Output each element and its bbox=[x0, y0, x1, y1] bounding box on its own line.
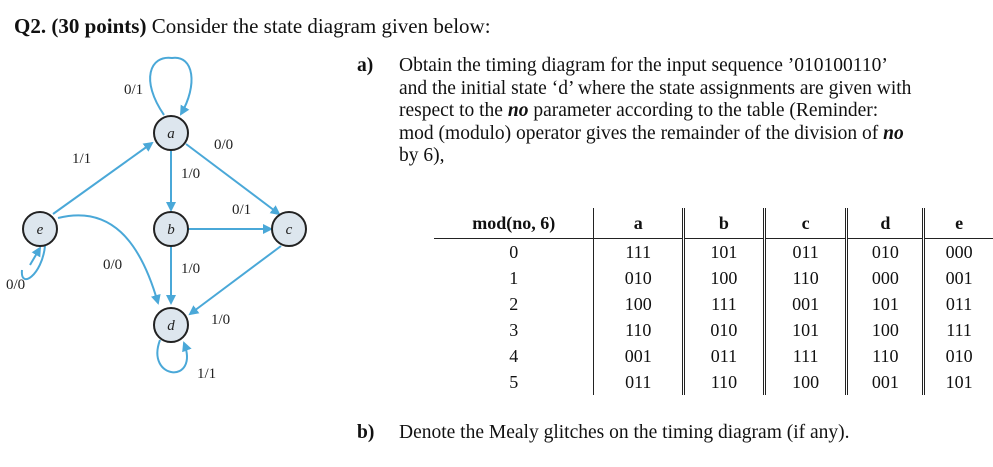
state-c-label: c bbox=[286, 222, 293, 238]
part-a-line-1: Obtain the timing diagram for the input … bbox=[399, 55, 888, 76]
state-code-cell: 010 bbox=[945, 345, 973, 366]
state-code-cell: 110 bbox=[846, 343, 926, 369]
state-code-cell: 110 bbox=[683, 369, 766, 395]
label-a-to-b: 1/0 bbox=[181, 166, 200, 182]
state-code-cell: 011 bbox=[593, 369, 686, 395]
part-a-line-2: and the initial state ‘d’ where the stat… bbox=[399, 77, 912, 99]
header-d: d bbox=[846, 208, 926, 239]
state-code-cell: 111 bbox=[683, 291, 766, 317]
state-e-label: e bbox=[37, 222, 44, 238]
label-d-self: 1/1 bbox=[197, 366, 216, 382]
label-a-to-c: 0/0 bbox=[214, 137, 233, 153]
part-a-line-3: respect to the no parameter according to… bbox=[399, 100, 989, 123]
label-e-self: 0/0 bbox=[6, 277, 25, 293]
edge-e-to-d bbox=[57, 214, 161, 305]
part-a-text: Obtain the timing diagram for the input … bbox=[399, 55, 989, 168]
question-number: Q2. bbox=[14, 14, 47, 38]
label-e-to-d: 0/0 bbox=[103, 257, 122, 273]
state-code-cell: 000 bbox=[846, 265, 926, 291]
edge-e-self-arrowhead bbox=[29, 246, 42, 266]
part-a-line-3-post: parameter according to the table (Remind… bbox=[528, 100, 879, 121]
no-parameter-emphasis: no bbox=[507, 100, 529, 121]
state-code-cell: 000 bbox=[945, 241, 973, 262]
state-c-node bbox=[271, 211, 307, 247]
part-b-label: b) bbox=[357, 422, 375, 443]
state-code-cell: 110 bbox=[764, 265, 849, 291]
state-code-cell: 100 bbox=[764, 369, 849, 395]
state-code-cell: 011 bbox=[683, 343, 766, 369]
state-code-cell: 011 bbox=[764, 238, 849, 265]
question-text: Consider the state diagram given below: bbox=[151, 14, 491, 38]
header-a: a bbox=[593, 208, 686, 239]
mod-value-cell: 4 bbox=[434, 343, 595, 369]
mod-value-cell: 5 bbox=[434, 369, 595, 395]
state-code-cell: 101 bbox=[846, 291, 926, 317]
state-diagram: a b c d e 0/1 1/1 0/0 1/0 0/1 0/0 1/0 0/… bbox=[6, 56, 307, 382]
state-code-cell: 111 bbox=[946, 319, 972, 340]
label-b-to-c: 0/1 bbox=[232, 202, 251, 218]
state-code-cell: 011 bbox=[945, 293, 973, 314]
part-a-line-5: by 6), bbox=[399, 145, 445, 166]
header-mod: mod(no, 6) bbox=[434, 208, 595, 239]
edge-e-to-a bbox=[52, 141, 154, 215]
state-code-cell: 010 bbox=[846, 238, 926, 265]
table-header-row: mod(no, 6) a b c d e bbox=[434, 208, 993, 239]
part-a-line-3-pre: respect to the bbox=[399, 100, 508, 121]
state-e-node bbox=[22, 211, 58, 247]
header-e: e bbox=[923, 208, 993, 239]
mod-value-cell: 2 bbox=[434, 291, 595, 317]
state-code-cell: 111 bbox=[764, 343, 849, 369]
mod-value-cell: 3 bbox=[434, 317, 595, 343]
part-a-line-4-pre: mod (modulo) operator gives the remainde… bbox=[399, 122, 884, 144]
state-a-label: a bbox=[167, 126, 175, 142]
part-b-text: Denote the Mealy glitches on the timing … bbox=[399, 422, 850, 443]
state-d-node bbox=[153, 307, 189, 343]
label-e-to-a: 1/1 bbox=[72, 151, 91, 167]
part-a: a) Obtain the timing diagram for the inp… bbox=[357, 55, 987, 195]
edge-a-to-c bbox=[185, 143, 281, 216]
state-code-cell: 101 bbox=[764, 317, 849, 343]
part-a-line-4: mod (modulo) operator gives the remainde… bbox=[399, 123, 989, 146]
edge-d-self bbox=[156, 339, 192, 374]
edge-e-self bbox=[20, 245, 46, 281]
state-code-cell: 001 bbox=[593, 343, 686, 369]
edge-c-to-d bbox=[188, 245, 282, 316]
state-code-cell: 100 bbox=[683, 265, 766, 291]
label-c-to-d: 1/0 bbox=[211, 312, 230, 328]
state-code-cell: 010 bbox=[593, 265, 686, 291]
question-points: (30 points) bbox=[51, 14, 147, 38]
state-code-cell: 101 bbox=[683, 238, 766, 265]
state-b-label: b bbox=[167, 222, 175, 238]
state-d-label: d bbox=[167, 318, 175, 334]
state-b-node bbox=[153, 211, 189, 247]
state-code-cell: 001 bbox=[764, 291, 849, 317]
state-a-node bbox=[153, 115, 189, 151]
part-a-label: a) bbox=[357, 55, 374, 76]
label-b-to-d: 1/0 bbox=[181, 261, 200, 277]
state-code-cell: 100 bbox=[593, 291, 686, 317]
edge-a-self bbox=[149, 56, 193, 116]
state-code-cell: 110 bbox=[593, 317, 686, 343]
mod-value-cell: 0 bbox=[434, 238, 595, 265]
header-c: c bbox=[764, 208, 849, 239]
state-code-cell: 100 bbox=[846, 317, 926, 343]
state-code-cell: 001 bbox=[846, 369, 926, 395]
no-parameter-emphasis-2: no bbox=[883, 122, 904, 144]
header-b: b bbox=[683, 208, 766, 239]
state-code-cell: 010 bbox=[683, 317, 766, 343]
part-b: b) Denote the Mealy glitches on the timi… bbox=[357, 422, 987, 448]
state-code-cell: 001 bbox=[945, 267, 973, 288]
question-title: Q2. (30 points) Consider the state diagr… bbox=[14, 14, 491, 39]
mod-value-cell: 1 bbox=[434, 265, 595, 291]
label-a-self: 0/1 bbox=[124, 82, 143, 98]
state-code-cell: 101 bbox=[945, 371, 973, 392]
state-code-cell: 111 bbox=[593, 238, 686, 265]
